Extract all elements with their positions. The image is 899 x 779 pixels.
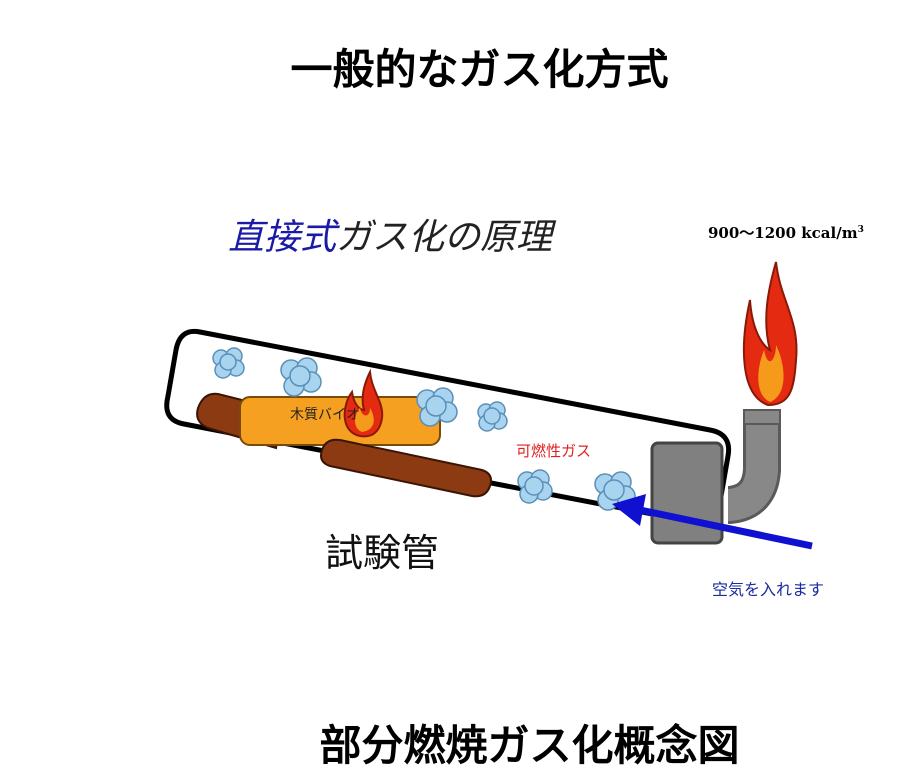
wood-biomass-label: 木質バイオ — [290, 407, 360, 423]
air-inflow-label: 空気を入れます — [712, 580, 825, 599]
gas-cloud-icon — [280, 357, 322, 397]
top-flame-icon — [743, 261, 798, 407]
principle-heading-rest: ガス化の原理 — [336, 217, 553, 258]
heat-value-main: 900～1200 kcal/m — [708, 224, 858, 242]
heat-value-superscript: 3 — [857, 225, 864, 235]
principle-heading-direct: 直接式 — [228, 217, 337, 258]
inner-flame-icon — [343, 368, 384, 438]
gas-cloud-icon — [517, 469, 553, 504]
wood-log-brown-lower — [320, 438, 492, 498]
test-tube-label: 試験管 — [325, 531, 440, 575]
gas-cloud-icon — [477, 401, 508, 432]
air-inflow-arrow — [612, 494, 813, 550]
gas-cloud-icons — [212, 347, 636, 511]
gas-cloud-icon — [416, 387, 458, 427]
principle-heading: 直接式ガス化の原理 — [228, 208, 552, 260]
combustible-gas-label: 可燃性ガス — [516, 442, 592, 460]
gas-cloud-icon — [212, 347, 245, 379]
diagram-caption: 部分燃焼ガス化概念図 — [319, 721, 740, 770]
heat-value-label: 900～1200 kcal/m3 — [708, 222, 864, 243]
page-title: 一般的なガス化方式 — [290, 45, 669, 94]
